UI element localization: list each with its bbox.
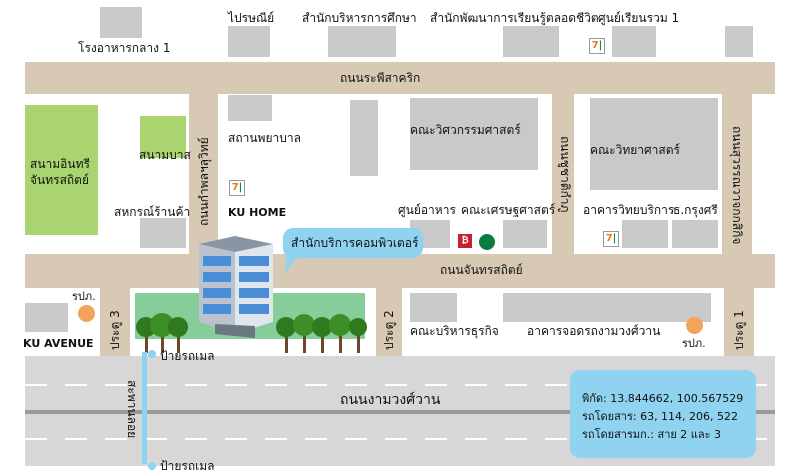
label-economics: คณะเศรษฐศาสตร์ xyxy=(461,203,556,217)
building-learning-center xyxy=(612,26,656,57)
label-science: คณะวิทยาศาสตร์ xyxy=(590,143,680,157)
computer-center-callout xyxy=(283,228,423,258)
label-food-center: ศูนย์อาหาร xyxy=(398,203,456,217)
road-phaholyothin-north xyxy=(25,62,775,94)
road-gate3 xyxy=(100,288,130,356)
police-dot-left xyxy=(78,305,95,322)
label-education-office: สำนักบริหารการศึกษา xyxy=(302,11,417,25)
building-parking xyxy=(503,293,711,322)
label-business-admin: คณะบริหารธุรกิจ xyxy=(410,324,499,338)
label-post-office: ไปรษณีย์ xyxy=(228,11,275,25)
gate-3-label: ประตู 3 xyxy=(108,310,122,350)
road-name-left: ถนนกำพลฯลุวิทย์ xyxy=(197,137,211,226)
info-university-bus: รถโดยสารมก.: สาย 2 และ 3 xyxy=(582,428,722,441)
seven-eleven-icon: 7| xyxy=(603,231,619,247)
info-coordinates: พิกัด: 13.844662, 100.567529 xyxy=(582,392,744,405)
label-ku-home: KU HOME xyxy=(228,206,287,219)
label-parking: อาคารจอดรถงามวงศ์วาน xyxy=(527,324,661,338)
road-gate1 xyxy=(724,288,754,356)
pedestrian-bridge xyxy=(142,352,147,464)
building-nursing-tower xyxy=(350,100,378,176)
gate-2-label: ประตู 2 xyxy=(382,310,396,350)
label-nursing: สถานพยาบาล xyxy=(228,131,301,145)
building-science-service xyxy=(622,220,668,248)
label-ku-avenue: KU AVENUE xyxy=(23,337,94,350)
label-science-service: อาคารวิทยบริการ xyxy=(583,203,675,217)
computer-center-building-icon xyxy=(199,236,273,338)
tree-icon xyxy=(276,314,367,353)
road-name-bridge: สะพานลอย xyxy=(125,380,139,439)
tree-icon xyxy=(136,313,188,353)
label-lifelong-learning: สำนักพัฒนาการเรียนรู้ตลอดชีวิต xyxy=(430,11,599,25)
lane-dash-top xyxy=(25,384,775,386)
label-krungthai: ธ.กรุงศรี xyxy=(673,203,718,217)
building-engineering xyxy=(410,98,538,170)
road-name-north: ถนนระพีสาคริก xyxy=(340,71,421,85)
building-education-office xyxy=(328,26,396,57)
building-nursing xyxy=(228,95,272,121)
bus-stop-dot-bottom xyxy=(148,462,156,470)
road-name-highway: ถนนงามวงศ์วาน xyxy=(340,392,441,408)
road-vertical-left xyxy=(189,94,218,256)
building-business-admin xyxy=(410,293,457,322)
label-bus-stop-top: ป้ายรถเมล xyxy=(160,349,215,363)
computer-center-label: สำนักบริการคอมพิวเตอร์ xyxy=(291,236,419,250)
road-name-right: ถนนสุวรรณวาจกกสิกิจ xyxy=(730,126,744,245)
road-gate2 xyxy=(376,288,402,356)
info-box: พิกัด: 13.844662, 100.567529 รถโดยสาร: 6… xyxy=(570,370,756,458)
building-top-right xyxy=(725,26,753,57)
label-police-right: รปภ. xyxy=(682,337,706,350)
building-krungthai xyxy=(672,220,718,248)
label-stadium: สนามอินทรี xyxy=(30,157,90,171)
label-engineering: คณะวิศวกรรมศาสตร์ xyxy=(410,123,521,137)
seven-eleven-icon: 7| xyxy=(589,38,605,54)
road-name-mid: ถนนชูชาติกำภู xyxy=(558,136,572,213)
building-ku-avenue xyxy=(25,303,68,332)
building-coop-store xyxy=(140,218,186,248)
highway-divider xyxy=(25,410,775,414)
callout-tail xyxy=(285,252,301,274)
building-science xyxy=(590,98,718,190)
police-dot-right xyxy=(686,317,703,334)
label-coop-store: สหกรณ์ร้านค้า xyxy=(114,205,191,219)
road-name-chanthorn: ถนนจันทรสถิตย์ xyxy=(440,263,523,277)
building-economics xyxy=(503,220,547,248)
starbucks-icon xyxy=(478,233,496,251)
building-central-canteen xyxy=(100,7,142,38)
stadium-area xyxy=(25,105,98,235)
road-chanthorn xyxy=(25,254,775,288)
label-central-canteen: โรงอาหารกลาง 1 xyxy=(78,41,171,55)
basketball-court xyxy=(140,116,186,158)
label-police-left: รปภ. xyxy=(72,290,96,303)
gate-1-label: ประตู 1 xyxy=(732,310,746,350)
lane-dash-bottom xyxy=(25,438,775,440)
seven-eleven-icon: 7| xyxy=(229,180,245,196)
label-bus-stop-bottom: ป้ายรถเมล xyxy=(160,459,215,473)
road-vertical-right xyxy=(722,94,752,256)
road-vertical-mid xyxy=(552,94,574,256)
building-post-office xyxy=(228,26,270,57)
label-stadium-2: จันทรสถิตย์ xyxy=(30,173,90,187)
bus-stop-dot-top xyxy=(148,350,156,358)
bank-icon: ₿ xyxy=(458,234,472,248)
label-basketball: สนามบาส xyxy=(139,148,191,162)
info-bus-lines: รถโดยสาร: 63, 114, 206, 522 xyxy=(582,410,739,423)
building-lifelong-learning xyxy=(503,26,559,57)
label-learning-center: ศูนย์เรียนรวม 1 xyxy=(598,11,680,25)
